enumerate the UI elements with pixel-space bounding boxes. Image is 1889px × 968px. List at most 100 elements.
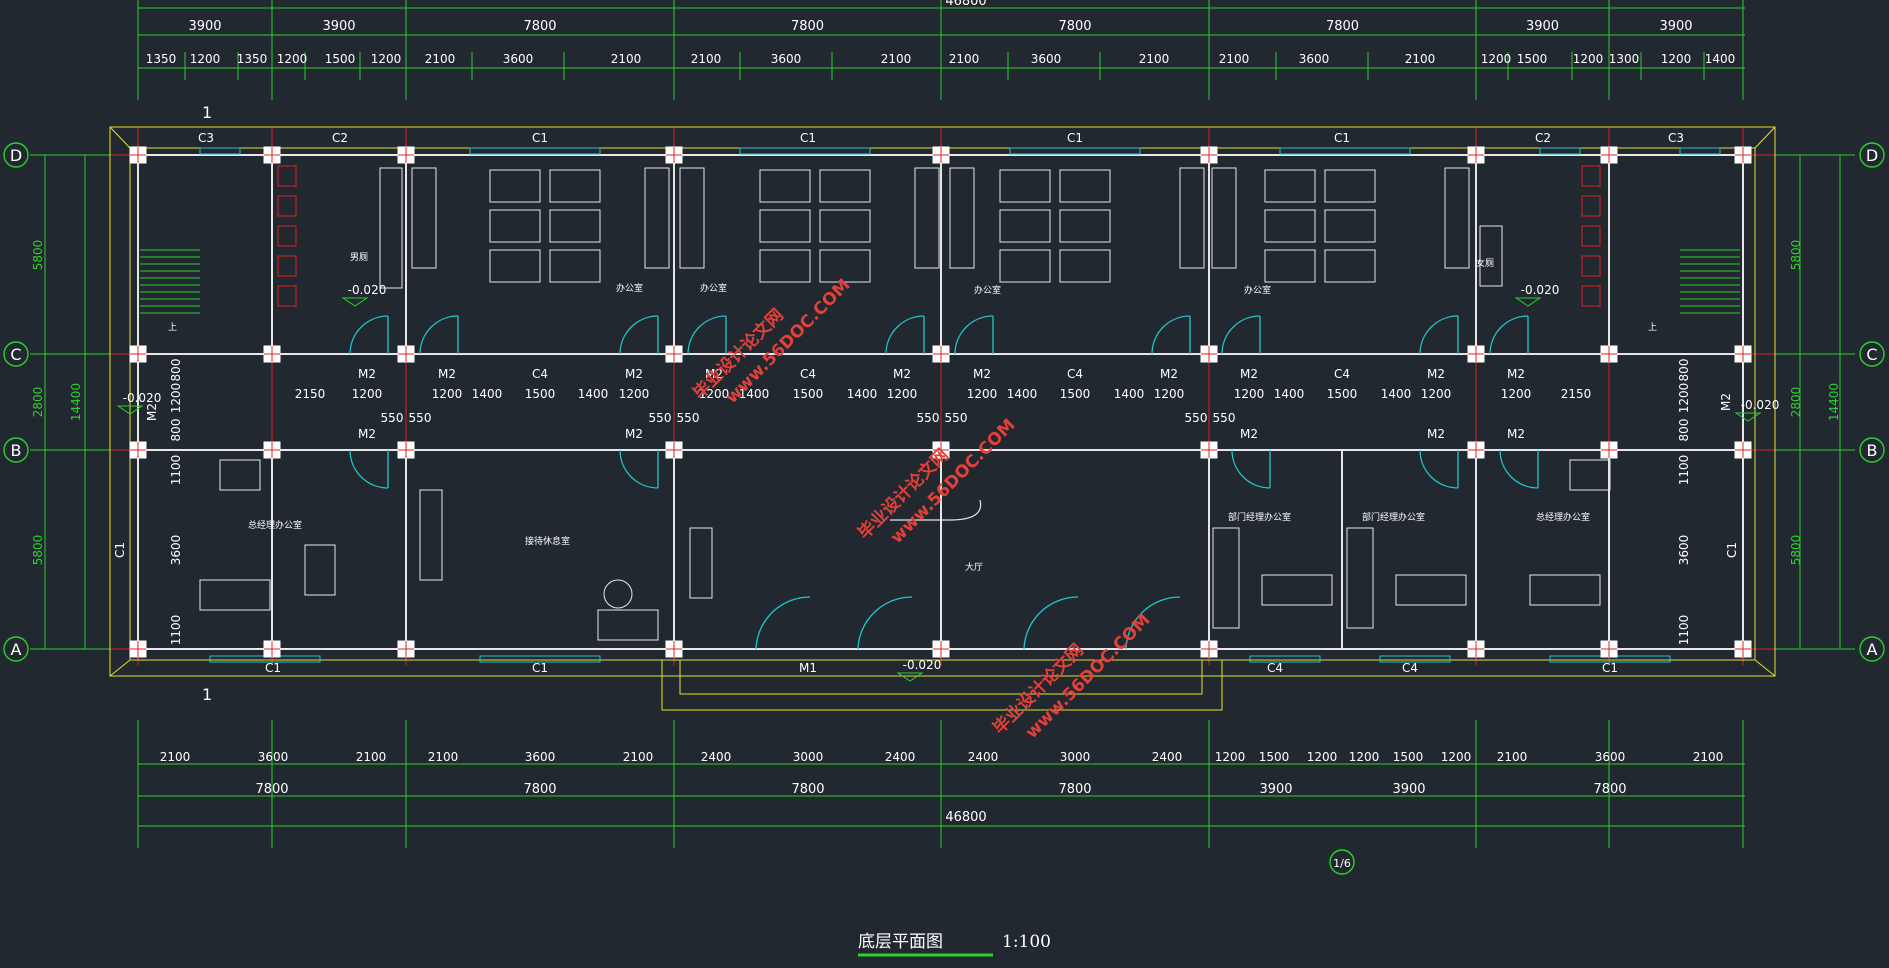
axis-bubble-left-C — [3, 341, 29, 367]
dim-top-row2-23: 1400 — [1705, 52, 1736, 66]
dim-bottom-row1-20: 2100 — [1693, 750, 1724, 764]
dim-top-row1-4: 7800 — [1058, 19, 1091, 34]
side-label-left-m2: M2 — [145, 403, 159, 421]
desk-dept-1 — [1261, 574, 1333, 606]
level-text-1: -0.020 — [1521, 283, 1560, 297]
door-label-north-12: M2 — [1427, 367, 1445, 381]
dim-bottom-row2-1: 7800 — [523, 782, 556, 797]
toilet-stall-left-3 — [277, 255, 297, 277]
cabinet-7 — [1444, 167, 1470, 269]
window-label-bottom-4: C4 — [1402, 661, 1418, 675]
dim-left-inner-2: 800 — [169, 419, 183, 442]
dim-top-row2-18: 1200 — [1481, 52, 1512, 66]
wall-offset-5: 550 — [945, 411, 968, 425]
corridor-dim-8: 1400 — [739, 387, 770, 401]
dim-top-row2-13: 3600 — [1031, 52, 1062, 66]
dim-right-inner-1: 1200 — [1677, 383, 1691, 414]
level-text-4: -0.020 — [1741, 398, 1780, 412]
dim-top-row2-9: 2100 — [691, 52, 722, 66]
corridor-dim-19: 1500 — [1327, 387, 1358, 401]
corridor-dim-11: 1200 — [887, 387, 918, 401]
desk-3-2-1 — [1324, 249, 1376, 283]
cabinet-0 — [411, 167, 437, 269]
dim-top-row2-2: 1350 — [237, 52, 268, 66]
dim-top-row2-14: 2100 — [1139, 52, 1170, 66]
detail-mark-text: 1/6 — [1333, 857, 1351, 870]
door-label-north-3: M2 — [625, 367, 643, 381]
door-label-north-5: C4 — [800, 367, 816, 381]
furniture — [140, 165, 1740, 641]
dim-right-inner-4: 3600 — [1677, 535, 1691, 566]
dim-bottom-row1-14: 1200 — [1307, 750, 1338, 764]
desk-1-2-0 — [759, 249, 811, 283]
stair-up-label-left: 上 — [168, 322, 177, 333]
outline-inner — [129, 147, 1756, 661]
wall-offset-0: 550 — [381, 411, 404, 425]
desk-0-1-1 — [549, 209, 601, 243]
corridor-dim-21: 1200 — [1421, 387, 1452, 401]
room-label-dept-manager-2: 部门经理办公室 — [1362, 511, 1425, 523]
dim-top-row1-2: 7800 — [523, 19, 556, 34]
door-entrance-0 — [755, 596, 811, 650]
level-text-3: -0.020 — [903, 658, 942, 672]
door-label-north-11: C4 — [1334, 367, 1350, 381]
axis-label-right-D: D — [1866, 146, 1878, 165]
axis-label-left-B: B — [11, 441, 22, 460]
toilet-stall-left-0 — [277, 165, 297, 187]
dim-right-inner-0: 800 — [1677, 359, 1691, 382]
desk-dept-2 — [1395, 574, 1467, 606]
window-label-bottom-3: C4 — [1267, 661, 1283, 675]
dim-right-outer: 14400 — [1827, 383, 1841, 421]
dim-right-inner-3: 1100 — [1677, 455, 1691, 486]
dim-left-d3: 5800 — [31, 535, 45, 566]
door-entrance-1 — [857, 596, 913, 650]
room-label-dept-manager-1: 部门经理办公室 — [1228, 511, 1291, 523]
toilet-stall-right-1 — [1581, 195, 1601, 217]
outline-corner-tl — [109, 126, 131, 149]
corridor-dim-20: 1400 — [1381, 387, 1412, 401]
door-north-4 — [885, 315, 925, 355]
window-label-bottom-1: C1 — [532, 661, 548, 675]
dim-bottom-row1-6: 2400 — [701, 750, 732, 764]
door-north-1 — [419, 315, 459, 355]
dim-bottom-row1-11: 2400 — [1152, 750, 1183, 764]
dim-bottom-row1-18: 2100 — [1497, 750, 1528, 764]
corridor-dim-13: 1400 — [1007, 387, 1038, 401]
dim-top-row2-20: 1200 — [1573, 52, 1604, 66]
dim-bottom-row1-5: 2100 — [623, 750, 654, 764]
dim-top-row2-15: 2100 — [1219, 52, 1250, 66]
desk-2-1-0 — [999, 209, 1051, 243]
door-south-3 — [1419, 449, 1459, 489]
corridor-dim-16: 1200 — [1154, 387, 1185, 401]
window-label-top-6: C2 — [1535, 131, 1551, 145]
dim-bottom-row1-15: 1200 — [1349, 750, 1380, 764]
door-label-north-13: M2 — [1507, 367, 1525, 381]
wash-basin-left — [379, 167, 403, 289]
axis-bubble-right-D — [1859, 142, 1885, 168]
corridor-dim-23: 2150 — [1561, 387, 1592, 401]
door-entrance-3 — [1125, 596, 1181, 650]
room-label-office-1: 办公室 — [616, 282, 643, 294]
corridor-dim-6: 1200 — [619, 387, 650, 401]
desk-2-1-1 — [1059, 209, 1111, 243]
dim-top-row2-10: 3600 — [771, 52, 802, 66]
wall-offset-1: 550 — [409, 411, 432, 425]
toilet-stall-right-3 — [1581, 255, 1601, 277]
cabinet-4 — [949, 167, 975, 269]
dim-bottom-row2-3: 7800 — [1058, 782, 1091, 797]
cabinet-3 — [914, 167, 940, 269]
drawing-title: 底层平面图 — [858, 932, 943, 952]
cabinet-1 — [644, 167, 670, 269]
toilet-stall-right-0 — [1581, 165, 1601, 187]
level-marker-1 — [1514, 297, 1542, 307]
dim-left-inner-4: 3600 — [169, 535, 183, 566]
dim-bottom-row1-16: 1500 — [1393, 750, 1424, 764]
room-label-gm-office-left: 总经理办公室 — [248, 519, 302, 531]
dim-top-row2-11: 2100 — [881, 52, 912, 66]
section-mark-bottom: 1 — [202, 685, 212, 704]
window-label-top-4: C1 — [1067, 131, 1083, 145]
round-table — [603, 579, 633, 609]
window-5 — [1539, 147, 1581, 155]
sofa-reception — [597, 609, 659, 641]
desk-1-1-0 — [759, 209, 811, 243]
